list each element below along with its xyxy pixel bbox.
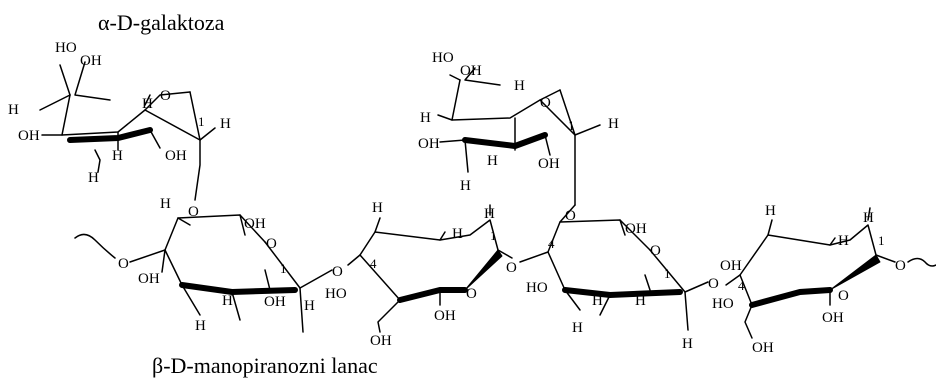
- mannose-ring-a: O H OH O 1 OH H OH H H: [74, 196, 333, 334]
- atom-glycosidic-o: O: [506, 260, 517, 276]
- caption-beta-d-mannopyranose-chain: β-D-manopiranozni lanac: [152, 353, 378, 378]
- atom-h: H: [142, 96, 153, 112]
- atom-c1: 1: [664, 266, 671, 281]
- atom-h: H: [222, 293, 233, 309]
- galactose-ring-1: HO OH H OH H O 1 H H OH H O: [8, 40, 231, 220]
- atom-h: H: [420, 110, 431, 126]
- atom-h: H: [88, 170, 99, 186]
- atom-h: H: [220, 116, 231, 132]
- atom-h: H: [682, 336, 693, 352]
- atom-ho: HO: [55, 40, 77, 56]
- atom-c4: 4: [548, 236, 555, 251]
- atom-glycosidic-o: O: [565, 208, 576, 224]
- atom-ho: HO: [325, 286, 347, 302]
- atom-oh: OH: [418, 136, 440, 152]
- atom-h: H: [487, 153, 498, 169]
- atom-h: H: [572, 320, 583, 336]
- atom-oh: OH: [538, 156, 560, 172]
- atom-h: H: [484, 206, 495, 222]
- mannose-ring-c: 4 OH O 1 HO H H H H O: [519, 204, 719, 352]
- atom-c1: 1: [878, 233, 885, 248]
- atom-ring-o: O: [540, 95, 551, 111]
- atom-c1: 1: [280, 261, 287, 276]
- atom-c1: 1: [490, 228, 497, 243]
- atom-c1: 1: [568, 118, 575, 133]
- atom-glycosidic-o: O: [188, 204, 199, 220]
- atom-h: H: [304, 298, 315, 314]
- atom-h: H: [838, 233, 849, 249]
- atom-h: H: [635, 293, 646, 309]
- atom-ring-o: O: [266, 236, 277, 252]
- atom-oh: OH: [370, 333, 392, 349]
- atom-glycosidic-o: O: [332, 264, 343, 280]
- atom-oh: OH: [822, 310, 844, 326]
- atom-h: H: [195, 318, 206, 334]
- atom-h: H: [8, 102, 19, 118]
- atom-oh: OH: [460, 63, 482, 79]
- atom-oh: OH: [165, 148, 187, 164]
- atom-oh: OH: [264, 294, 286, 310]
- atom-ring-o: O: [160, 88, 171, 104]
- atom-ring-o: O: [650, 243, 661, 259]
- atom-oh: OH: [434, 308, 456, 324]
- atom-oh: OH: [625, 221, 647, 237]
- atom-c4: 4: [738, 278, 745, 293]
- atom-h: H: [160, 196, 171, 212]
- galactose-ring-2: HO OH H OH H O 1 H H OH H O: [418, 50, 619, 224]
- mannose-ring-d: OH 4 H H H 1 O HO OH OH O: [712, 203, 936, 356]
- atom-glycosidic-o: O: [118, 256, 129, 272]
- caption-alpha-d-galactose: α-D-galaktoza: [98, 10, 225, 35]
- atom-c1: 1: [198, 114, 205, 129]
- mannose-ring-b: O 4 H H H 1 O HO OH OH O: [325, 200, 517, 349]
- atom-glycosidic-o: O: [708, 276, 719, 292]
- atom-ho: HO: [712, 296, 734, 312]
- atom-oh: OH: [752, 340, 774, 356]
- atom-h: H: [765, 203, 776, 219]
- atom-ring-o: O: [838, 288, 849, 304]
- atom-h: H: [372, 200, 383, 216]
- atom-oh: OH: [244, 216, 266, 232]
- atom-oh: OH: [138, 271, 160, 287]
- atom-h: H: [592, 293, 603, 309]
- atom-h: H: [452, 226, 463, 242]
- atom-oh: OH: [18, 128, 40, 144]
- atom-oh: OH: [80, 53, 102, 69]
- atom-ho: HO: [526, 280, 548, 296]
- atom-h: H: [514, 78, 525, 94]
- atom-oh: OH: [720, 258, 742, 274]
- atom-h: H: [112, 148, 123, 164]
- atom-h: H: [460, 178, 471, 194]
- atom-h: H: [863, 210, 874, 226]
- atom-ring-o: O: [466, 286, 477, 302]
- atom-c4: 4: [370, 256, 377, 271]
- atom-glycosidic-o: O: [895, 258, 906, 274]
- atom-h: H: [608, 116, 619, 132]
- atom-ho: HO: [432, 50, 454, 66]
